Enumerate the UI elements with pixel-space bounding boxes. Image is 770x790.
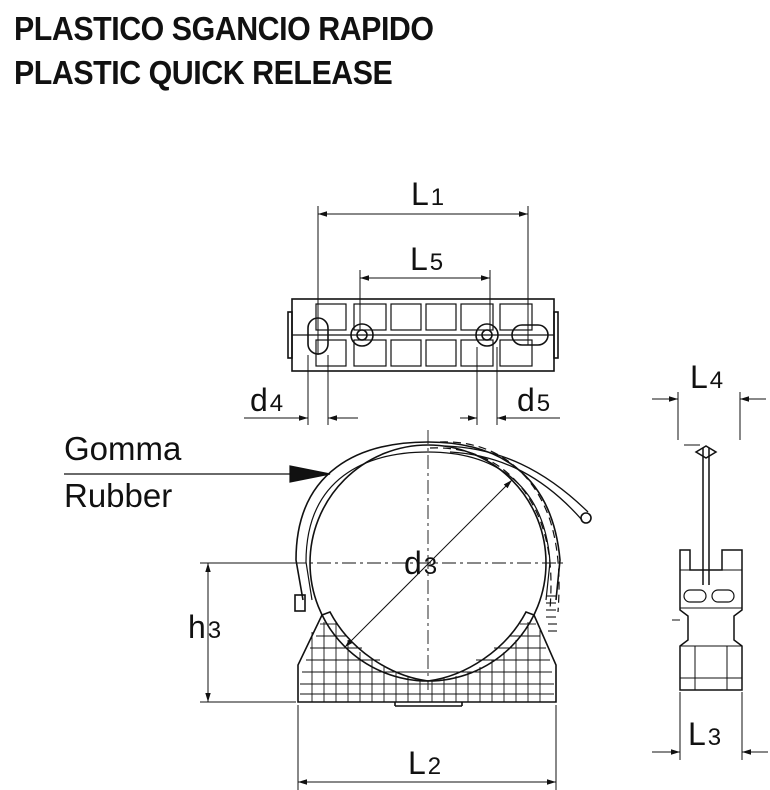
clamp-base-grid <box>300 622 554 702</box>
dim-L5 <box>359 270 491 330</box>
front-view <box>292 430 592 707</box>
rubber-pointer-arrow <box>64 465 331 483</box>
title-italian: PLASTICO SGANCIO RAPIDO <box>14 10 434 47</box>
side-view-bolt-head <box>694 445 718 459</box>
dim-L1-label: L1 <box>411 176 444 212</box>
top-view <box>287 298 559 372</box>
side-view-slot-left <box>683 589 707 603</box>
top-view-slot-right <box>511 324 549 346</box>
dim-L3 <box>652 692 768 760</box>
top-view-hole-right <box>475 323 499 347</box>
release-lever <box>444 445 589 513</box>
dim-d4 <box>244 355 358 425</box>
dim-d5-label: d5 <box>517 382 550 418</box>
dim-d5 <box>460 347 560 425</box>
side-view-slot-right <box>711 589 735 603</box>
strap-open-position-outer <box>439 441 560 613</box>
left-hinge <box>294 594 306 612</box>
dim-L2-label: L2 <box>408 745 441 781</box>
clamp-base <box>297 611 557 703</box>
dim-h3 <box>200 562 300 703</box>
dim-L2 <box>297 705 557 790</box>
dim-L3-label: L3 <box>688 716 721 752</box>
top-view-right-tab <box>553 311 559 359</box>
dim-L5-label: L5 <box>410 241 443 277</box>
dim-h3-label: h3 <box>188 609 221 645</box>
dim-L4-label: L4 <box>690 359 723 395</box>
dim-d4-label: d4 <box>250 382 283 418</box>
material-label-italian: Gomma <box>64 430 182 467</box>
side-view-body <box>679 549 743 691</box>
top-view-hole-left <box>350 323 374 347</box>
dim-L1 <box>317 206 529 355</box>
title-english: PLASTIC QUICK RELEASE <box>14 54 393 91</box>
buckle-teeth <box>546 595 557 632</box>
material-label-english: Rubber <box>64 477 173 514</box>
top-view-left-tab <box>287 311 293 359</box>
dim-L4 <box>652 392 766 440</box>
dim-d3-label: d3 <box>404 545 437 581</box>
strap-open-position-inner <box>429 447 552 611</box>
lever-ring <box>580 512 592 524</box>
side-view <box>672 444 743 691</box>
dim-d3 <box>344 479 513 648</box>
